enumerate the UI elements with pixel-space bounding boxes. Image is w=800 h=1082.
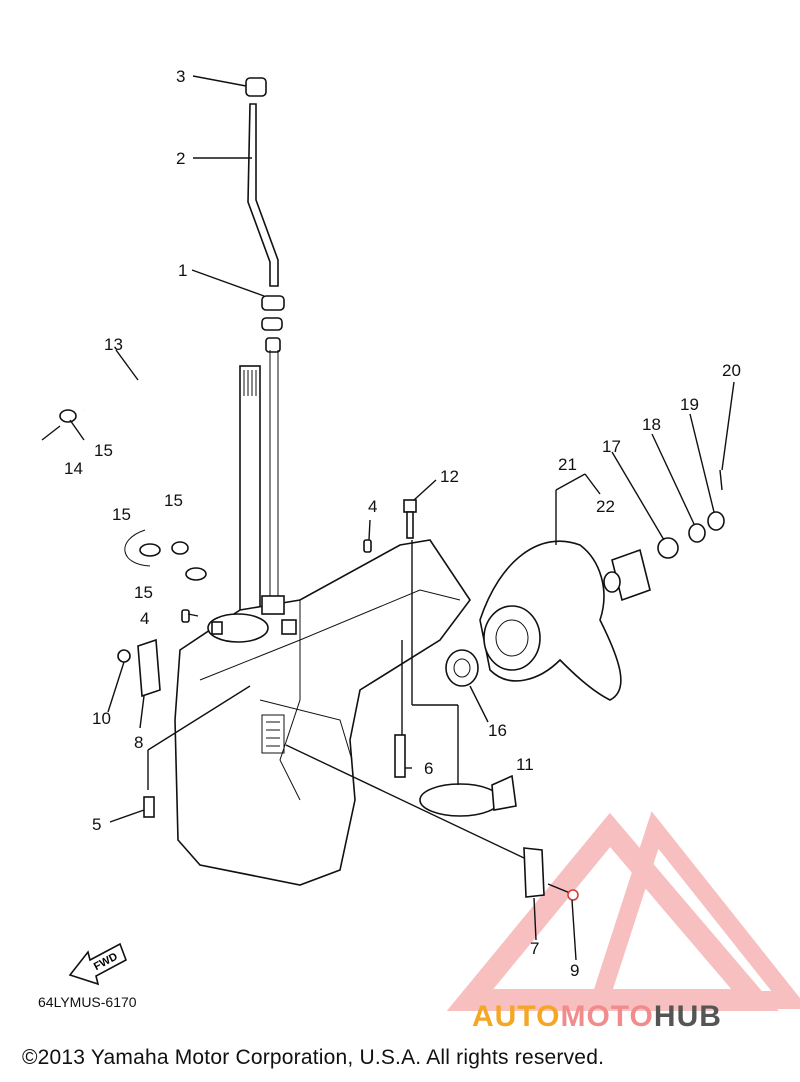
part-8-bracket — [137, 638, 161, 698]
logo-text-hub: HUB — [653, 1000, 722, 1033]
callout-19: 19 — [680, 395, 699, 414]
callout-22: 22 — [596, 497, 615, 516]
callout-15-d: 15 — [134, 583, 153, 602]
callout-4-a: 4 — [368, 497, 377, 516]
fwd-arrow-icon: FWD — [68, 942, 127, 986]
part-2-water-tube — [247, 103, 279, 287]
drive-shaft — [239, 350, 279, 617]
part-15-clips — [59, 409, 207, 581]
callout-20: 20 — [722, 361, 741, 380]
callout-1: 1 — [178, 261, 187, 280]
part-21-propeller — [479, 540, 622, 701]
part-1-grommets — [261, 295, 285, 353]
callout-12: 12 — [440, 467, 459, 486]
callout-21: 21 — [558, 455, 577, 474]
callout-13: 13 — [104, 335, 123, 354]
part-18-washer — [688, 523, 706, 543]
part-17-washer — [657, 537, 679, 559]
callout-5: 5 — [92, 815, 101, 834]
figure-code: 64LYMUS-6170 — [38, 994, 137, 1010]
callout-7: 7 — [530, 939, 539, 958]
part-9-bolt — [547, 883, 579, 901]
callout-16: 16 — [488, 721, 507, 740]
leader-lines — [69, 75, 735, 961]
part-11-anode — [419, 774, 517, 817]
callout-17: 17 — [602, 437, 621, 456]
logo-text-moto: MOTO — [560, 1000, 654, 1033]
callout-11: 11 — [516, 755, 534, 774]
watermark-triangle-logo — [446, 811, 800, 1011]
part-14-screw — [41, 425, 61, 441]
callout-10: 10 — [92, 709, 111, 728]
callout-2: 2 — [176, 149, 185, 168]
lower-casing-housing — [174, 539, 471, 886]
logo-text-auto: AUTO — [472, 1000, 561, 1033]
part-3-cap — [245, 77, 267, 97]
callout-9: 9 — [570, 961, 579, 980]
callout-15-a: 15 — [94, 441, 113, 460]
callout-8: 8 — [134, 733, 143, 752]
callout-6: 6 — [424, 759, 433, 778]
callout-14: 14 — [64, 459, 83, 478]
part-16-seal — [445, 649, 479, 687]
part-12-bolt — [403, 499, 417, 539]
copyright-notice: ©2013 Yamaha Motor Corporation, U.S.A. A… — [22, 1046, 605, 1069]
part-6-bolt — [394, 734, 406, 778]
callout-18: 18 — [642, 415, 661, 434]
callout-15-c: 15 — [164, 491, 183, 510]
watermark-logo-text: AUTOMOTOHUB — [472, 1000, 722, 1034]
part-20-cotter-pin — [719, 469, 723, 491]
part-19-nut — [707, 511, 725, 531]
part-5-bolt — [143, 796, 155, 818]
callout-4-b: 4 — [140, 609, 149, 628]
callout-15-b: 15 — [112, 505, 131, 524]
part-4-pins — [181, 539, 372, 623]
part-7-anode — [523, 847, 545, 898]
callout-3: 3 — [176, 67, 185, 86]
part-22-spacer — [603, 548, 651, 602]
part-10-nut — [117, 649, 131, 663]
part-13-hose — [82, 377, 203, 554]
